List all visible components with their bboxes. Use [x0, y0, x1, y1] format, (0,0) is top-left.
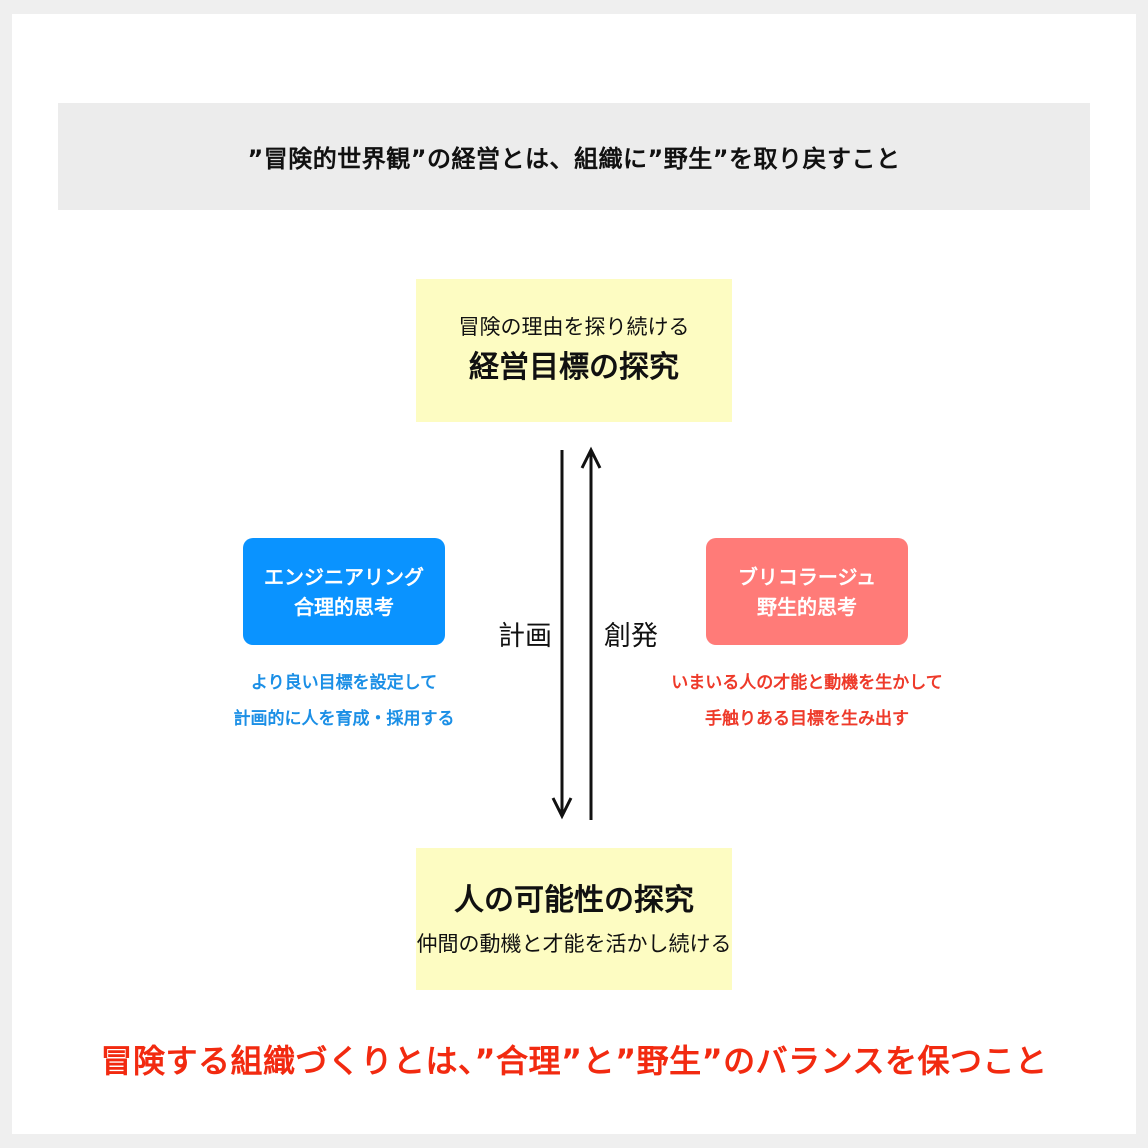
goal-exploration-box: 冒険の理由を探り続ける 経営目標の探究 — [416, 279, 732, 422]
potential-box-title: 人の可能性の探究 — [454, 883, 694, 918]
bricolage-pill-line2: 野生的思考 — [757, 594, 857, 619]
bricolage-desc-line1: いまいる人の才能と動機を生かして — [671, 673, 943, 693]
engineering-desc-line2: 計画的に人を育成・採用する — [233, 709, 455, 729]
emergence-label: 創発 — [604, 621, 658, 652]
diagram-canvas: ”冒険的世界観”の経営とは、組織に”野生”を取り戻すこと 冒険の理由を探り続ける… — [12, 14, 1136, 1134]
header-title: ”冒険的世界観”の経営とは、組織に”野生”を取り戻すこと — [247, 145, 901, 173]
engineering-pill-line1: エンジニアリング — [264, 564, 424, 589]
bricolage-description: いまいる人の才能と動機を生かして 手触りある目標を生み出す — [657, 665, 957, 737]
potential-box-subtitle: 仲間の動機と才能を活かし続ける — [416, 932, 732, 956]
goal-box-title: 経営目標の探究 — [469, 349, 679, 385]
engineering-description: より良い目標を設定して 計画的に人を育成・採用する — [194, 665, 494, 737]
human-potential-box: 人の可能性の探究 仲間の動機と才能を活かし続ける — [416, 848, 732, 990]
bricolage-pill: ブリコラージュ 野生的思考 — [706, 538, 908, 645]
flow-arrows — [551, 446, 602, 820]
engineering-pill: エンジニアリング 合理的思考 — [243, 538, 445, 645]
plan-label: 計画 — [498, 621, 552, 652]
footer-title: 冒険する組織づくりとは、”合理”と”野生”のバランスを保つこと — [100, 1042, 1048, 1080]
bricolage-pill-line1: ブリコラージュ — [737, 564, 877, 589]
engineering-desc-line1: より良い目標を設定して — [250, 673, 438, 693]
header-band: ”冒険的世界観”の経営とは、組織に”野生”を取り戻すこと — [58, 103, 1090, 210]
engineering-pill-line2: 合理的思考 — [294, 594, 394, 619]
goal-box-subtitle: 冒険の理由を探り続ける — [458, 314, 690, 339]
bricolage-desc-line2: 手触りある目標を生み出す — [705, 709, 909, 729]
up-arrow — [580, 446, 602, 820]
down-arrow — [551, 450, 573, 820]
